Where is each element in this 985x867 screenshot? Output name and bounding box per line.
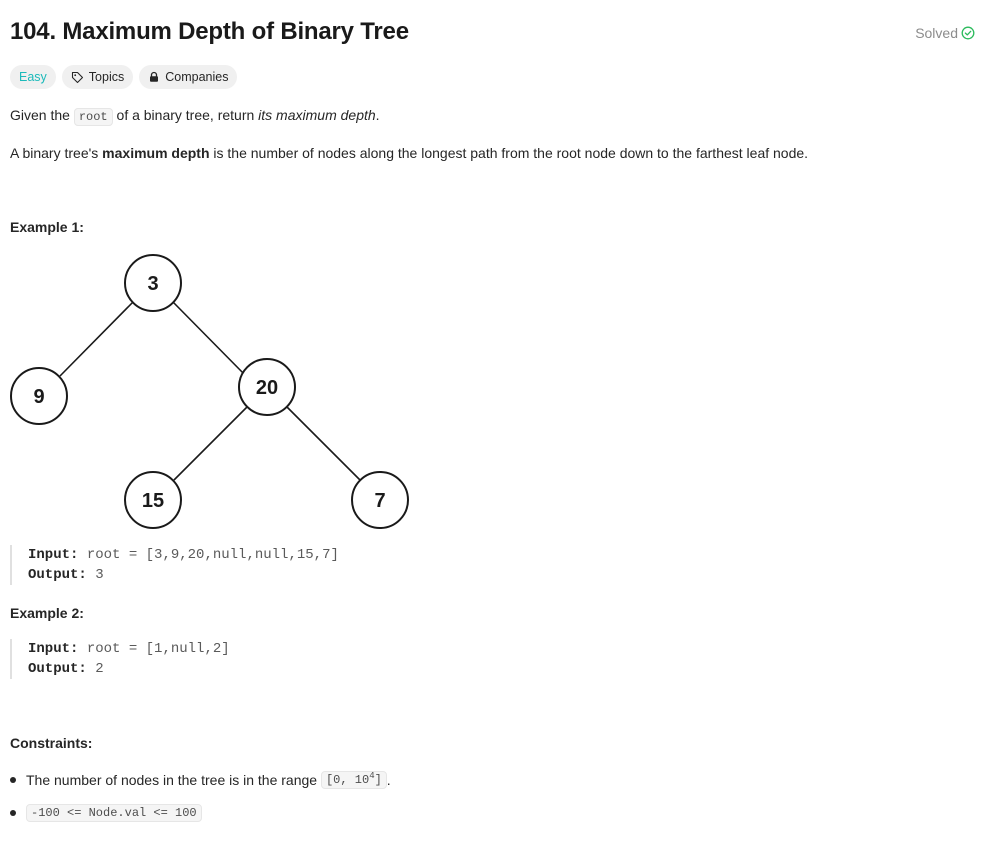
tree-node-label: 3 [147,273,158,295]
superscript: 4 [369,771,375,781]
tree-edge [59,301,134,377]
solved-status: Solved [915,25,975,41]
input-label: Input: [28,641,79,657]
problem-title: 104. Maximum Depth of Binary Tree [10,18,409,45]
tag-icon [71,71,83,83]
difficulty-label: Easy [19,70,47,84]
constraint-item: -100 <= Node.val <= 100 [10,804,202,822]
inline-code: -100 <= Node.val <= 100 [26,804,202,822]
description-paragraph-2: A binary tree's maximum depth is the num… [10,145,808,161]
text: A binary tree's [10,145,99,161]
example-1-heading: Example 1: [10,219,84,235]
output-value: 3 [95,567,104,583]
tree-node [351,471,409,529]
inline-code: root [73,108,113,126]
constraints-heading: Constraints: [10,735,93,751]
topics-label: Topics [88,70,125,84]
example-1-output: Output: 3 [28,565,339,585]
text: . [386,772,391,788]
companies-button[interactable]: Companies [139,65,238,89]
inline-code: [0, 104] [320,771,387,789]
emphasis-text: its maximum depth [258,107,376,123]
tree-node-label: 7 [374,490,385,512]
output-value: 2 [95,661,104,677]
solved-label: Solved [915,25,958,41]
constraint-item: The number of nodes in the tree is in th… [10,771,391,789]
tree-node-label: 15 [142,490,164,512]
tree-node-label: 20 [256,377,278,399]
example-2-output: Output: 2 [28,659,230,679]
output-label: Output: [28,661,87,677]
input-value: root = [1,null,2] [86,641,230,657]
tag-row: Easy Topics Companies [10,65,238,89]
text: ] [374,773,382,787]
text: is the number of nodes along the longest… [213,145,809,161]
tree-node [124,254,182,312]
bullet-dot [10,810,16,816]
input-label: Input: [28,547,79,563]
bold-text: maximum depth [102,145,210,161]
companies-label: Companies [165,70,229,84]
text: . [375,107,380,123]
tree-edge [286,406,361,481]
topics-button[interactable]: Topics [61,65,134,89]
description-paragraph-1: Given the root of a binary tree, return … [10,107,380,126]
tree-edge [173,406,248,481]
tree-edge [172,301,247,377]
input-value: root = [3,9,20,null,null,15,7] [86,547,339,563]
example-1-tree-diagram: 3 9 20 15 7 [10,254,409,529]
bullet-dot [10,777,16,783]
tree-node-label: 9 [33,386,44,408]
check-circle-icon [961,26,975,40]
example-1-block: Input: root = [3,9,20,null,null,15,7] Ou… [10,545,339,585]
lock-icon [150,71,159,82]
text: The number of nodes in the tree is in th… [26,772,318,788]
difficulty-badge[interactable]: Easy [10,65,56,89]
output-label: Output: [28,567,87,583]
text: Given the [10,107,70,123]
example-2-input: Input: root = [1,null,2] [28,639,230,659]
text: [0, 10 [325,773,370,787]
example-2-heading: Example 2: [10,605,84,621]
tree-node [124,471,182,529]
tree-node [238,358,296,416]
tree-node [10,367,68,425]
text: of a binary tree, return [116,107,255,123]
example-2-block: Input: root = [1,null,2] Output: 2 [10,639,230,679]
example-1-input: Input: root = [3,9,20,null,null,15,7] [28,545,339,565]
